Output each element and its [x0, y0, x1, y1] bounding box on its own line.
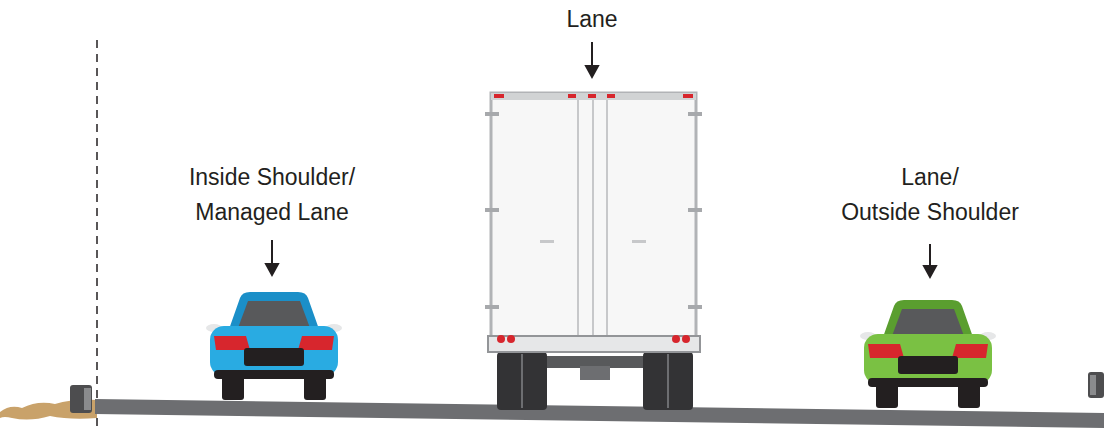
callout-label: Lane: [566, 2, 617, 37]
label-line: Inside Shoulder/: [189, 160, 355, 195]
marker-light: [588, 94, 596, 98]
leader-arrows: [266, 42, 936, 277]
tail-light: [298, 336, 334, 350]
leader-arrow: [271, 240, 273, 266]
marker-light: [494, 94, 504, 98]
green-car: [860, 300, 996, 408]
tail-light: [214, 336, 250, 350]
arrow-head: [586, 66, 598, 77]
door-handle: [540, 240, 554, 243]
label-line: Managed Lane: [189, 195, 355, 230]
door-hinge: [688, 305, 702, 309]
truck-bumper: [488, 336, 700, 352]
tail-light: [682, 335, 690, 343]
wheel-groove: [667, 354, 669, 408]
arrow-head: [266, 264, 278, 275]
truck-top-rim: [491, 93, 696, 100]
car-window: [892, 309, 964, 336]
marker-light: [607, 94, 615, 98]
door-hinge: [688, 208, 702, 212]
car-bumper: [868, 378, 988, 387]
callout-label: Inside Shoulder/ Managed Lane: [189, 160, 355, 230]
label-line: Lane: [566, 2, 617, 37]
right-barrier-face: [1090, 375, 1096, 395]
leader-arrow: [929, 244, 931, 268]
right-barrier: [1088, 372, 1104, 398]
car-window: [238, 301, 310, 328]
car-bumper: [214, 370, 334, 379]
tail-light: [497, 335, 505, 343]
tail-light: [672, 335, 680, 343]
road-surface: [95, 399, 1104, 428]
door-hinge: [688, 112, 702, 116]
left-barrier: [70, 385, 92, 413]
door-hinge: [485, 208, 499, 212]
leader-arrow: [591, 42, 593, 68]
label-line: Outside Shoulder: [841, 195, 1019, 230]
truck-wheel: [497, 352, 547, 410]
truck-wheel: [643, 352, 693, 410]
marker-light: [683, 94, 693, 98]
door-line: [606, 100, 608, 335]
door-hinge: [485, 305, 499, 309]
left-barrier-face: [84, 388, 91, 410]
callout-label: Lane/ Outside Shoulder: [841, 160, 1019, 230]
label-line: Lane/: [841, 160, 1019, 195]
door-line: [577, 100, 579, 335]
truck-box: [491, 93, 696, 337]
car-body: [210, 326, 338, 376]
tail-light: [868, 344, 904, 358]
car-body: [864, 334, 992, 384]
license-plate: [898, 356, 958, 374]
license-plate: [244, 348, 304, 366]
arrow-head: [924, 266, 936, 277]
tail-light: [952, 344, 988, 358]
edge-line: [96, 40, 98, 431]
door-hinge: [485, 112, 499, 116]
marker-light: [568, 94, 576, 98]
door-line: [592, 100, 594, 335]
door-handle: [632, 240, 646, 243]
truck: [485, 93, 702, 410]
tail-light: [507, 335, 515, 343]
wheel-groove: [521, 354, 523, 408]
truck-differential: [580, 366, 610, 380]
blue-car: [206, 292, 342, 400]
